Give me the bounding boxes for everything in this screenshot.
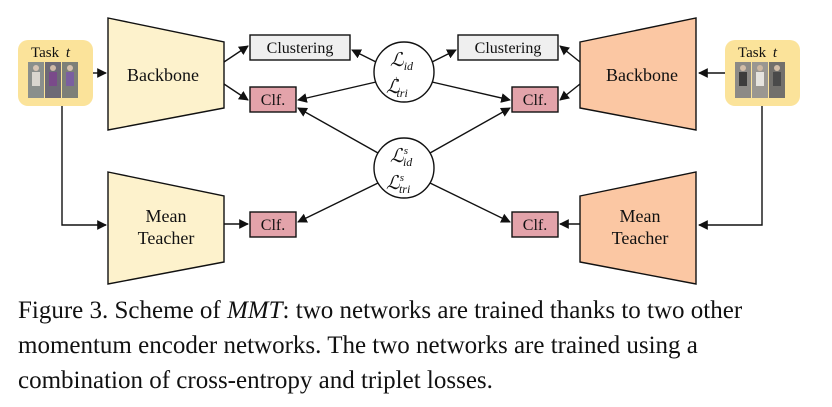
right-task-box: Task t bbox=[725, 40, 800, 106]
right-person-images bbox=[735, 62, 785, 98]
left-backbone-label: Backbone bbox=[127, 65, 199, 85]
left-backbone-trapezoid bbox=[107, 17, 225, 131]
right-clustering-box bbox=[457, 34, 559, 61]
left-clf-top-box bbox=[249, 86, 297, 113]
left-clf-bottom-box bbox=[249, 211, 297, 238]
right-teacher-label-2: Teacher bbox=[612, 228, 669, 248]
left-task-box: Task t bbox=[18, 40, 93, 106]
caption-emphasis: MMT bbox=[226, 297, 283, 324]
left-clf-top-label: Clf. bbox=[261, 92, 285, 109]
caption-rest: : two networks are trained thanks to two… bbox=[18, 297, 743, 394]
left-clustering-box bbox=[249, 34, 351, 61]
right-teacher-label-1: Mean bbox=[620, 206, 661, 226]
right-clf-bottom-box bbox=[511, 211, 559, 238]
figure-caption: Figure 3. Scheme of MMT: two networks ar… bbox=[18, 293, 818, 398]
caption-prefix: Figure 3. Scheme of bbox=[18, 297, 227, 324]
mmt-diagram: Task t Backbone Mean Teacher Clustering … bbox=[18, 17, 800, 285]
right-clf-top-box bbox=[511, 86, 559, 113]
left-teacher-label-1: Mean bbox=[146, 206, 187, 226]
svg-text:Task t: Task t bbox=[31, 45, 71, 61]
right-backbone-trapezoid bbox=[579, 17, 697, 131]
right-teacher-trapezoid bbox=[579, 171, 697, 285]
left-clustering-label: Clustering bbox=[267, 40, 334, 57]
left-teacher-label-2: Teacher bbox=[138, 228, 195, 248]
left-person-images bbox=[28, 62, 78, 98]
svg-text:ℒ+tri: ℒ+tri bbox=[386, 75, 408, 100]
svg-text:Task t: Task t bbox=[738, 45, 778, 61]
right-backbone-label: Backbone bbox=[606, 65, 678, 85]
right-clustering-label: Clustering bbox=[475, 40, 542, 57]
right-clf-top-label: Clf. bbox=[523, 92, 547, 109]
svg-text:ℒid: ℒid bbox=[390, 50, 414, 73]
left-clf-bottom-label: Clf. bbox=[261, 217, 285, 234]
arrows bbox=[61, 45, 763, 230]
loss-circle-top: ℒid ℒ+tri bbox=[373, 41, 435, 103]
right-clf-bottom-label: Clf. bbox=[523, 217, 547, 234]
left-teacher-trapezoid bbox=[107, 171, 225, 285]
